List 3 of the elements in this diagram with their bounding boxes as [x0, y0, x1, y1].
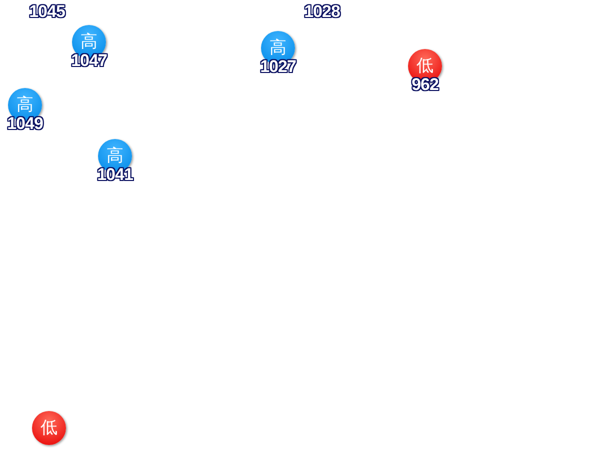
- pressure-value: 1045: [29, 2, 65, 22]
- pressure-value: 1028: [304, 2, 340, 22]
- low-pressure-marker: 低: [32, 411, 66, 445]
